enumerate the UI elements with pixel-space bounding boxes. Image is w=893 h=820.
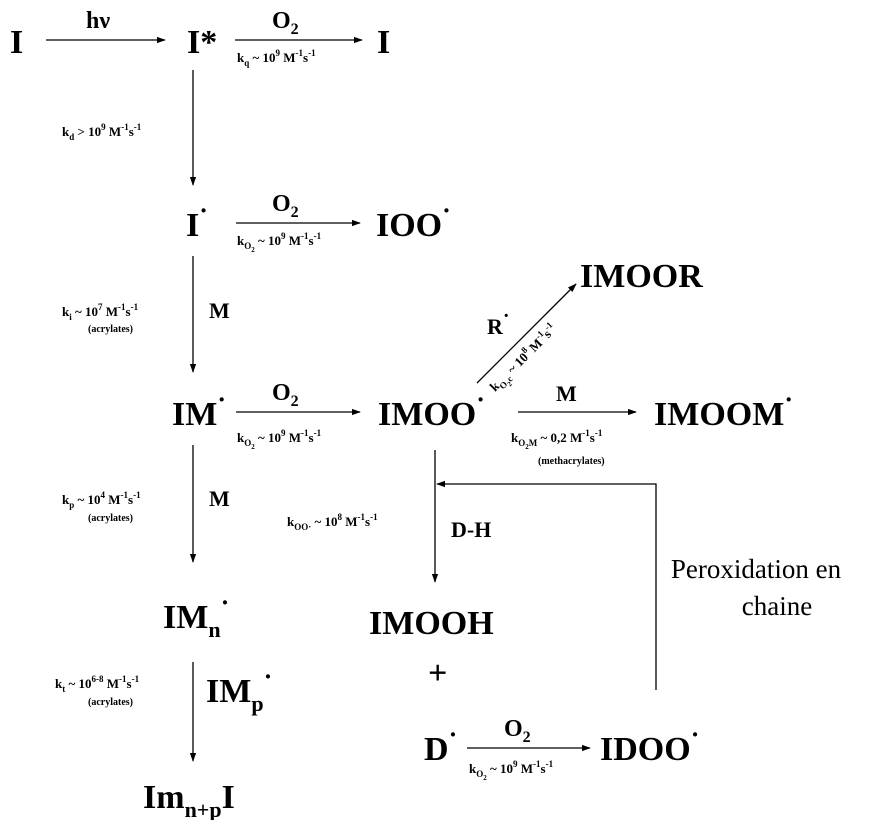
species-I-end: I (377, 24, 390, 61)
species-IOO-radical: IOO· (376, 196, 451, 244)
rate-kd: kd > 109 M-1s-1 (62, 122, 142, 142)
rate-kO2-d: kO2 ~ 109 M-1s-1 (469, 759, 554, 782)
plus-sign: + (428, 655, 447, 692)
species-I-radical: I· (186, 196, 208, 244)
reagent-hv: hν (86, 8, 110, 34)
species-IMp-radical: IMp· (206, 662, 272, 716)
annotation-line2: chaine (742, 591, 812, 621)
reagent-M-initiation: M (209, 298, 230, 323)
rate-ki: ki ~ 107 M-1s-1 (62, 302, 139, 322)
reagent-R-radical: R· (487, 305, 510, 339)
rate-kO2-im: kO2 ~ 109 M-1s-1 (237, 428, 322, 451)
rate-kO2M-note: (methacrylates) (538, 456, 605, 467)
species-I-start: I (10, 24, 23, 61)
species-IMOOM-radical: IMOOM· (654, 385, 793, 433)
rate-kt: kt ~ 106-8 M-1s-1 (55, 674, 140, 694)
chain-annotation: Peroxidation en chaine (671, 554, 842, 621)
reagent-M-propagation: M (209, 486, 230, 511)
rate-kp: kp ~ 104 M-1s-1 (62, 490, 141, 510)
rate-kO2-radical: kO2 ~ 109 M-1s-1 (237, 231, 322, 254)
reagents: hν O2 O2 M O2 R· M M D-H O2 (86, 8, 577, 746)
reagent-M-imoo: M (556, 381, 577, 406)
reagent-O2-im: O2 (272, 380, 299, 410)
reagent-O2-quench: O2 (272, 8, 299, 38)
species-I-star: I* (187, 24, 217, 61)
species-D-radical: D· (424, 720, 457, 768)
annotation-line1: Peroxidation en (671, 554, 842, 584)
species-IDOO-radical: IDOO· (600, 720, 699, 768)
arrows (46, 36, 657, 762)
rate-kt-note: (acrylates) (88, 697, 133, 708)
rate-kOO: kOO· ~ 108 M-1s-1 (287, 512, 378, 532)
species-IM-radical: IM· (172, 385, 226, 433)
species-Im-product: Imn+pI (143, 779, 235, 820)
reagent-DH: D-H (451, 517, 491, 542)
rate-kq: kq ~ 109 M-1s-1 (237, 48, 316, 68)
rate-ki-note: (acrylates) (88, 324, 133, 335)
species-IMOOH: IMOOH (369, 605, 494, 642)
species-IMn-radical: IMn· (163, 588, 229, 642)
rate-kp-note: (acrylates) (88, 513, 133, 524)
arrow-termination-r (476, 283, 577, 384)
reagent-O2-radical: O2 (272, 191, 299, 221)
species: I I* I I· IOO· IMOOR IM· IMOO· IMOOM· IM… (10, 24, 793, 820)
rate-kO2M: kO2M ~ 0,2 M-1s-1 (511, 428, 603, 451)
rate-constants: kq ~ 109 M-1s-1 kd > 109 M-1s-1 kO2 ~ 10… (55, 48, 605, 782)
species-IMOO-radical: IMOO· (378, 385, 485, 433)
arrow-chain-loop (436, 480, 657, 690)
species-IMOOR: IMOOR (580, 258, 703, 295)
reagent-O2-d: O2 (504, 716, 531, 746)
